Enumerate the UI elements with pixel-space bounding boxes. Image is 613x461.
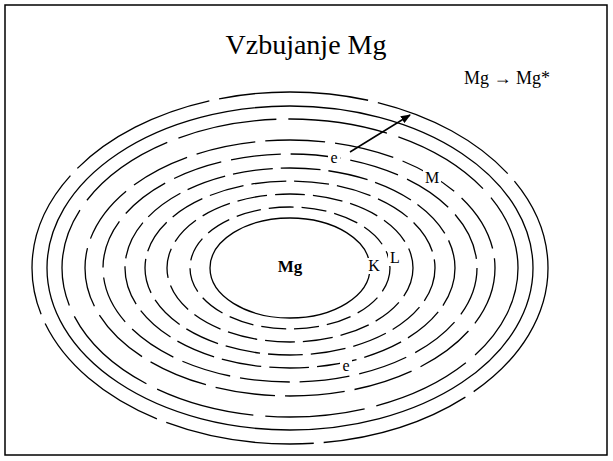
- slide-title: Vzbujanje Mg: [226, 31, 387, 59]
- electron-shell: [47, 106, 533, 430]
- electron-shell: [125, 168, 455, 368]
- shell-label: K: [366, 258, 382, 274]
- electron-shell: [103, 154, 477, 382]
- electron-shell: [167, 194, 413, 342]
- slide-frame: [5, 5, 607, 455]
- electron-shell: [210, 218, 370, 318]
- electron-shell: [32, 92, 548, 444]
- excitation-arrow: [350, 115, 410, 152]
- shell-label: M: [423, 170, 441, 186]
- electron-label: e: [328, 150, 339, 166]
- electron-label: e: [340, 358, 351, 374]
- shell-label: L: [388, 250, 402, 266]
- electron-shell: [85, 140, 495, 396]
- reaction-label: Mg → Mg*: [464, 69, 550, 87]
- electron-shell: [190, 207, 390, 329]
- element-symbol: Mg: [278, 258, 303, 275]
- electron-shell: [62, 119, 518, 417]
- electron-shell: [145, 181, 435, 355]
